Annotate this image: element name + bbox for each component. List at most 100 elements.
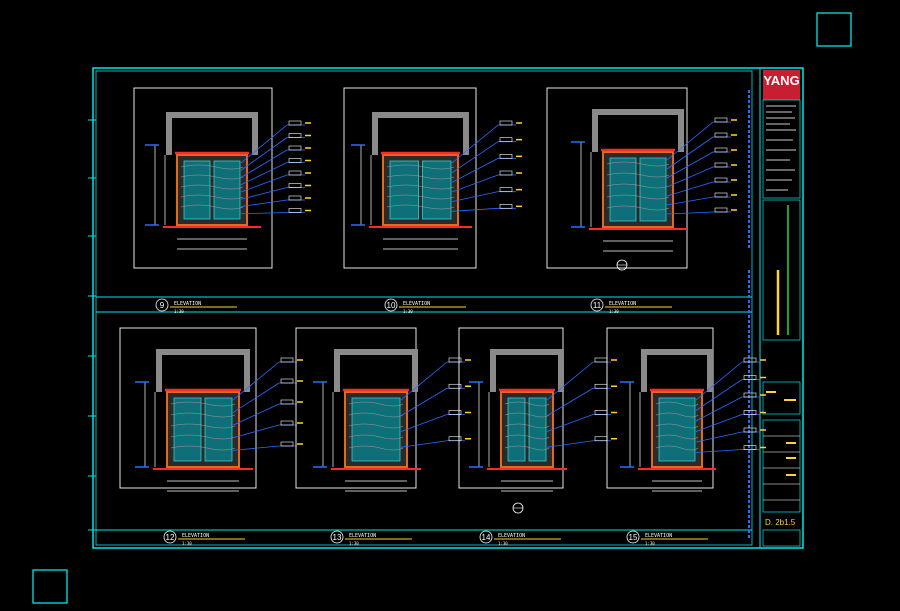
elevation-view-15: 15 ELEVATION 1:30	[606, 327, 766, 546]
note-tag	[288, 158, 302, 163]
grain-line	[504, 434, 550, 440]
elevation-number: 12	[166, 533, 175, 542]
note-tag	[288, 120, 302, 126]
note-tag	[743, 427, 757, 433]
note-tag	[743, 445, 757, 450]
elevation-number-bubble	[330, 530, 344, 544]
note-tag	[499, 170, 513, 176]
sheet-number: D. 2b1.5	[765, 518, 796, 527]
note-tag	[714, 147, 728, 153]
viewport-frame	[343, 87, 477, 269]
leader-line	[695, 449, 743, 453]
note-tag	[288, 183, 302, 188]
note-tag	[499, 204, 513, 209]
glass-panel	[389, 160, 419, 220]
note-tag	[499, 187, 513, 192]
glass-panel	[639, 157, 667, 222]
leader-line	[240, 187, 288, 200]
note-tag	[594, 383, 608, 389]
elevation-title: ELEVATION	[349, 533, 376, 539]
structure-outline	[641, 349, 713, 392]
grain-line	[348, 401, 404, 407]
leader-line	[546, 440, 594, 448]
sheet-frame	[92, 67, 804, 549]
viewport-frame	[119, 327, 257, 489]
grain-line	[170, 412, 236, 418]
note-tag	[448, 436, 462, 442]
elevation-scale: 1:30	[645, 541, 655, 546]
grain-line	[606, 205, 670, 211]
grain-line	[180, 174, 244, 180]
grain-line	[170, 423, 236, 429]
glass-panel	[658, 397, 696, 462]
frame-ticks	[88, 119, 96, 531]
grain-line	[386, 164, 455, 170]
elevation-scale: 1:30	[498, 541, 508, 546]
grain-line	[170, 401, 236, 407]
grain-line	[180, 204, 244, 210]
leader-line	[232, 403, 280, 426]
leader-line	[240, 124, 288, 164]
leader-line	[451, 207, 499, 212]
grain-line	[655, 434, 699, 440]
logo-box	[763, 70, 800, 100]
note-tag	[499, 154, 513, 159]
structure-outline	[166, 112, 258, 155]
note-tag	[288, 133, 302, 138]
elevation-title: ELEVATION	[609, 301, 636, 307]
leader-line	[232, 424, 280, 439]
note-tag	[743, 392, 757, 398]
glass-panel	[528, 397, 547, 462]
leader-line	[240, 212, 288, 215]
elevation-number-bubble	[626, 530, 640, 544]
elevation-scale: 1:30	[182, 541, 192, 546]
grain-line	[606, 172, 670, 178]
grain-line	[386, 194, 455, 200]
glass-panel	[173, 397, 202, 462]
note-tag	[448, 410, 462, 415]
glass-panel	[213, 160, 241, 220]
leader-line	[451, 157, 499, 183]
note-tag	[594, 410, 608, 415]
viewport-frame	[606, 327, 714, 489]
note-tag	[288, 208, 302, 213]
glass-panel	[507, 397, 526, 462]
elevation-number: 15	[629, 533, 638, 542]
note-tag	[288, 195, 302, 201]
note-tag	[743, 375, 757, 380]
note-tag	[714, 177, 728, 183]
leader-line	[666, 181, 714, 197]
note-tag	[280, 420, 294, 426]
grain-line	[504, 423, 550, 429]
structure-outline	[490, 349, 564, 392]
leader-line	[240, 174, 288, 193]
elevation-number-bubble	[590, 298, 604, 312]
leader-line	[400, 361, 448, 401]
elevation-title: ELEVATION	[645, 533, 672, 539]
elevation-title: ELEVATION	[174, 301, 201, 307]
elevation-number: 14	[482, 533, 491, 542]
leader-line	[400, 387, 448, 417]
note-tag	[280, 378, 294, 384]
structure-outline	[372, 112, 469, 155]
leader-line	[695, 379, 743, 411]
leader-line	[546, 414, 594, 432]
note-tag	[594, 436, 608, 442]
grain-line	[655, 423, 699, 429]
leader-line	[695, 361, 743, 401]
elevation-number-bubble	[155, 298, 169, 312]
note-tag	[714, 162, 728, 168]
note-tag	[499, 120, 513, 126]
leader-line	[666, 166, 714, 188]
leader-line	[666, 121, 714, 161]
leader-line	[240, 162, 288, 186]
grain-line	[386, 204, 455, 210]
structure-outline	[156, 349, 250, 392]
elevation-number: 13	[333, 533, 342, 542]
grain-line	[180, 164, 244, 170]
corner-mark-bottom-left	[32, 569, 68, 604]
leader-line	[451, 124, 499, 164]
note-tag	[714, 192, 728, 198]
